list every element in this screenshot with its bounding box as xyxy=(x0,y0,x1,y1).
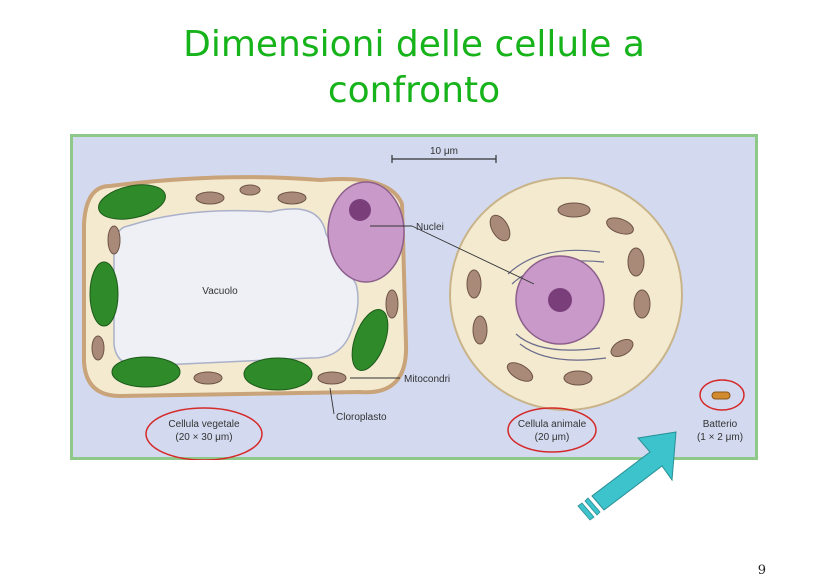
title-line-2: confronto xyxy=(327,70,501,111)
annotation-circles xyxy=(145,379,745,460)
nuclei-label: Nuclei xyxy=(416,222,444,233)
scale-bar-label: 10 μm xyxy=(430,146,458,157)
slide-title: Dimensioni delle cellule a confronto xyxy=(0,22,828,114)
animal-cell xyxy=(449,177,683,411)
bacterium-circle xyxy=(699,379,745,411)
animal-caption-circle xyxy=(507,407,597,453)
plant-mitochondria xyxy=(91,184,399,385)
scale-bar: 10 μm xyxy=(391,146,497,163)
plant-cell: Vacuolo xyxy=(82,175,409,399)
chloroplasts xyxy=(89,184,389,391)
page-number: 9 xyxy=(757,563,766,578)
chloroplast-label: Cloroplasto xyxy=(336,412,387,423)
plant-cell-name: Cellula vegetale xyxy=(168,419,240,430)
bacterium-name: Batterio xyxy=(703,419,738,430)
title-line-1: Dimensioni delle cellule a xyxy=(183,24,645,65)
plant-caption-circle xyxy=(145,407,263,460)
animal-nucleolus xyxy=(548,288,572,312)
arrow-tail-stripe-2 xyxy=(584,497,601,516)
label-leader-lines xyxy=(329,225,535,415)
bacterium-shape xyxy=(711,391,731,400)
plant-cell-size: (20 × 30 μm) xyxy=(175,432,232,443)
arrow-tail-stripe-1 xyxy=(577,502,595,521)
bacterium-size: (1 × 2 μm) xyxy=(697,432,743,443)
highlight-arrow xyxy=(577,431,677,521)
plant-nucleus xyxy=(327,181,405,283)
plant-nucleolus xyxy=(349,199,371,221)
animal-cell-name: Cellula animale xyxy=(518,419,587,430)
vacuole-label: Vacuolo xyxy=(202,286,238,297)
cell-size-figure: 10 μm Vacuolo xyxy=(70,134,758,460)
arrow-shape xyxy=(591,431,677,511)
mitochondria-label: Mitocondri xyxy=(404,374,450,385)
animal-cell-size: (20 μm) xyxy=(535,432,570,443)
animal-mitochondria xyxy=(466,202,651,386)
vacuole-shape xyxy=(113,208,359,367)
